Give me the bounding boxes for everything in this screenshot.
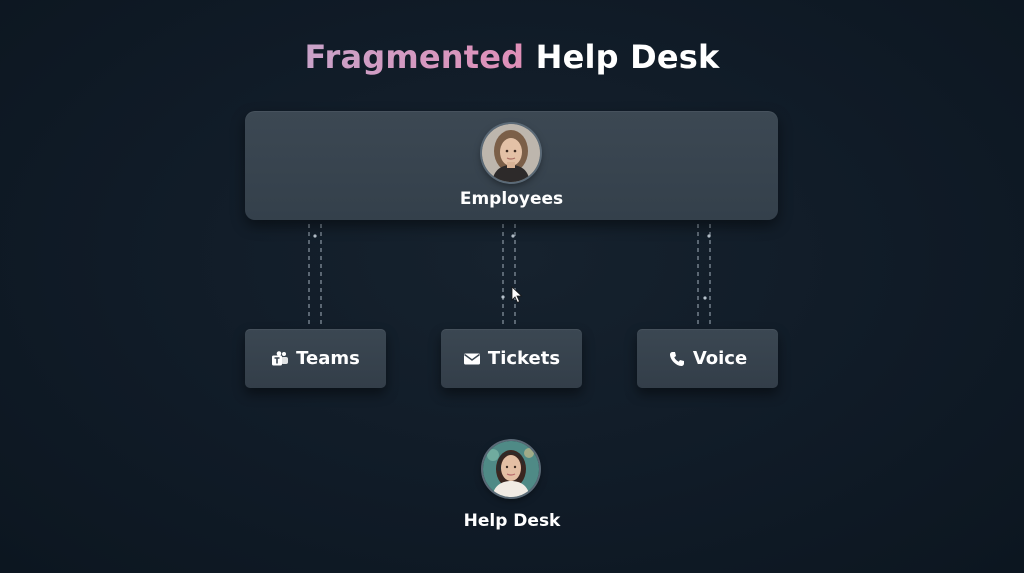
teams-icon (271, 350, 289, 368)
title-rest: Help Desk (535, 38, 720, 76)
employees-label: Employees (459, 189, 564, 209)
channel-teams-label: Teams (296, 348, 360, 369)
channel-tickets-label: Tickets (487, 348, 561, 369)
employees-avatar (482, 124, 540, 182)
helpdesk-avatar (483, 441, 539, 497)
connector-pulse-dot (707, 234, 711, 238)
channel-teams[interactable]: Teams (245, 329, 386, 388)
mail-icon (463, 350, 481, 368)
employees-card[interactable]: Employees (245, 111, 778, 220)
agent-avatar-icon (483, 441, 539, 497)
helpdesk-label: Help Desk (463, 511, 561, 531)
connector-pulse-dot (703, 296, 707, 300)
channel-voice-label: Voice (692, 348, 748, 369)
phone-icon (668, 350, 686, 368)
channel-tickets[interactable]: Tickets (441, 329, 582, 388)
page-title: Fragmented Help Desk (0, 38, 1024, 76)
connector-pulse-dot (501, 295, 505, 299)
connector-pulse-dot (313, 234, 317, 238)
title-accent: Fragmented (304, 38, 525, 76)
connector-pulse-dot (511, 234, 515, 238)
woman-avatar-icon (482, 124, 540, 182)
mouse-cursor-icon (511, 286, 523, 304)
channel-voice[interactable]: Voice (637, 329, 778, 388)
